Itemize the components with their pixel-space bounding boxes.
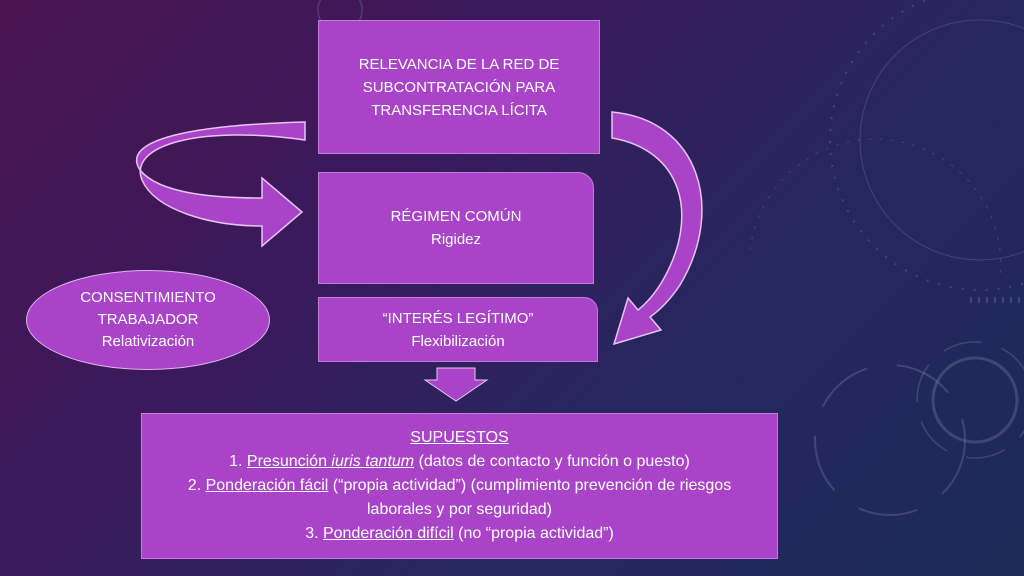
item-3-rest: (no “propia actividad”) (453, 525, 614, 542)
consentimiento-line-2: TRABAJADOR (97, 311, 199, 328)
left-curved-arrow-icon (135, 121, 306, 248)
supuestos-heading: SUPUESTOS (410, 429, 509, 446)
right-curved-arrow-icon (611, 111, 703, 346)
supuestos-item-2: 2. Ponderación fácil (“propia actividad”… (188, 474, 731, 498)
interes-legitimo-box: “INTERÉS LEGÍTIMO” Flexibilización (318, 297, 598, 362)
supuestos-item-2-cont: laborales y por seguridad) (367, 501, 552, 518)
item-3-underlined: Ponderación difícil (322, 525, 454, 542)
regimen-title: RÉGIMEN COMÚN (390, 208, 522, 225)
relevancia-line-3: TRANSFERENCIA LÍCITA (371, 101, 547, 119)
consentimiento-line-3: Relativización (101, 333, 195, 350)
item-2-underlined: Ponderación fácil (205, 477, 329, 494)
regimen-comun-box: RÉGIMEN COMÚN Rigidez (318, 172, 594, 284)
item-1-rest: (datos de contacto y función o puesto) (414, 453, 690, 470)
supuestos-item-1: 1. Presunción iuris tantum (datos de con… (229, 450, 690, 474)
down-arrow-icon (423, 367, 489, 402)
relevancia-line-1: RELEVANCIA DE LA RED DE (358, 55, 560, 73)
item-2-number: 2. (187, 477, 206, 494)
regimen-subtitle: Rigidez (430, 231, 482, 248)
supuestos-item-3: 3. Ponderación difícil (no “propia activ… (305, 522, 614, 546)
supuestos-box: SUPUESTOS 1. Presunción iuris tantum (da… (141, 413, 778, 559)
item-1-underlined-a: Presunción (246, 453, 332, 470)
consentimiento-ellipse: CONSENTIMIENTO TRABAJADOR Relativización (26, 270, 270, 370)
relevancia-box: RELEVANCIA DE LA RED DE SUBCONTRATACIÓN … (318, 20, 600, 154)
interes-title: “INTERÉS LEGÍTIMO” (382, 309, 534, 327)
item-1-number: 1. (229, 453, 247, 470)
interes-subtitle: Flexibilización (411, 332, 505, 350)
consentimiento-line-1: CONSENTIMIENTO (80, 289, 216, 306)
item-2-rest-a: (“propia actividad”) (cumplimiento preve… (328, 477, 732, 494)
relevancia-line-2: SUBCONTRATACIÓN PARA (362, 78, 556, 96)
item-1-italic: iuris tantum (331, 453, 415, 470)
item-3-number: 3. (305, 525, 323, 542)
